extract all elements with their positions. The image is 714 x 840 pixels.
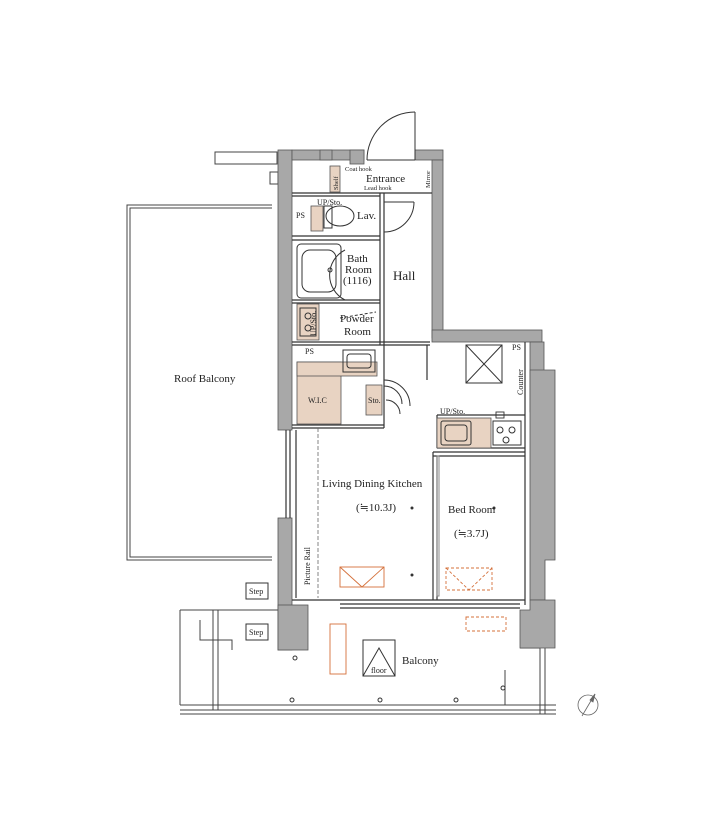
label-powder-2: Room <box>344 326 371 338</box>
label-step-2: Step <box>249 628 263 637</box>
lower-balcony-rail <box>179 609 556 715</box>
label-powder-1: Powder <box>340 313 374 325</box>
exterior-walls <box>277 149 556 651</box>
window-markers <box>329 411 507 675</box>
label-bath-1: Bath <box>347 253 368 265</box>
balcony-drain <box>289 639 506 703</box>
label-step-1: Step <box>249 587 263 596</box>
label-ldk: Living Dining Kitchen <box>322 478 423 490</box>
label-up-sto-top: UP/Sto. <box>317 198 342 207</box>
roof-balcony-area <box>126 151 279 561</box>
label-entrance: Entrance <box>366 173 405 185</box>
label-bed-area: (≒3.7J) <box>454 528 489 540</box>
label-coat-hook: Coat hook <box>345 166 373 173</box>
step-boxes <box>245 582 269 641</box>
label-floor: floor <box>371 666 387 675</box>
label-up-sto-kitchen: UP/Sto. <box>440 407 465 416</box>
label-bath-3: (1116) <box>343 275 372 287</box>
label-lav: Lav. <box>357 210 376 222</box>
label-hall: Hall <box>393 268 416 283</box>
label-mirror: Mirror <box>425 170 432 188</box>
label-counter: Counter <box>516 369 525 395</box>
label-ldk-area: (≒10.3J) <box>356 502 396 514</box>
label-roof-balcony: Roof Balcony <box>174 373 236 385</box>
label-bath-2: Room <box>345 264 372 276</box>
small-marks <box>410 506 496 577</box>
room-labels: Entrance Shelf Coat hook Lead hook Mirro… <box>174 166 525 675</box>
label-sto: Sto. <box>368 396 381 405</box>
label-balcony: Balcony <box>402 655 439 667</box>
label-picture-rail: Picture Rail <box>303 546 312 585</box>
label-shelf: Shelf <box>333 175 340 190</box>
north-arrow-icon <box>577 693 599 717</box>
storage-fills <box>296 165 492 449</box>
label-ps-right: PS <box>512 343 521 352</box>
label-ps-top: PS <box>296 211 305 220</box>
label-wic: W.I.C <box>308 396 327 405</box>
label-ps-mid: PS <box>305 347 314 356</box>
label-lead-hook: Lead hook <box>364 185 392 192</box>
fixtures <box>296 111 522 597</box>
label-bed: Bed Room <box>448 504 496 516</box>
label-up-sto-left: UP/Sto. <box>309 311 318 336</box>
